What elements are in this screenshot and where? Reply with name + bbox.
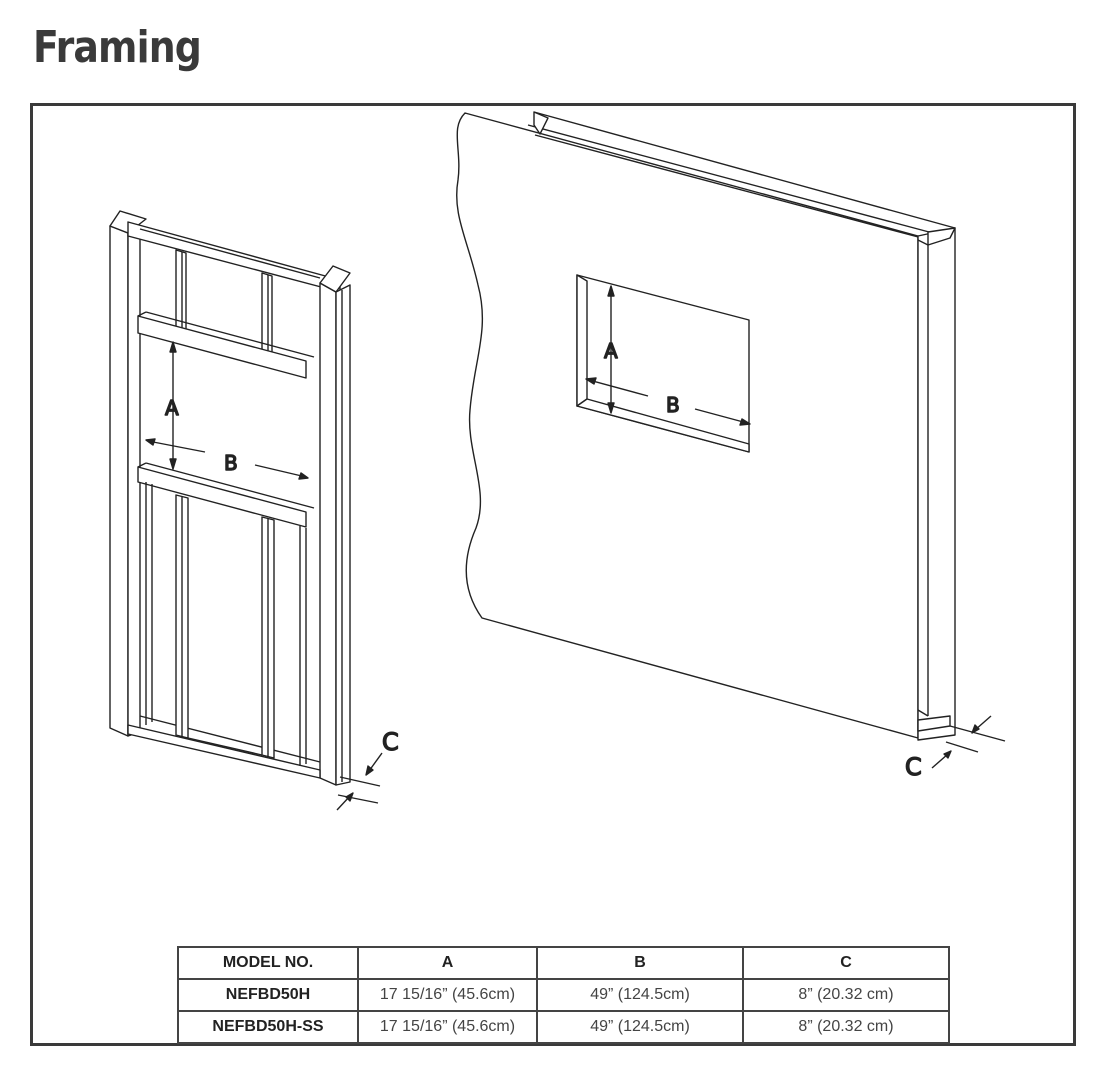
right-dim-c-label: C (905, 753, 922, 781)
table-header-row: MODEL NO. A B C (177, 946, 950, 980)
dim-c-cell: 8” (20.32 cm) (742, 1010, 950, 1044)
dim-a-cell: 17 15/16” (45.6cm) (357, 978, 538, 1012)
column-header: C (742, 946, 950, 980)
dim-b-cell: 49” (124.5cm) (536, 978, 744, 1012)
column-header: B (536, 946, 744, 980)
diagram-frame (30, 103, 1076, 1046)
column-header: A (357, 946, 538, 980)
left-dim-c-label: C (382, 728, 399, 756)
stud-frame-figure (109, 210, 383, 811)
table-row: NEFBD50H 17 15/16” (45.6cm) 49” (124.5cm… (177, 978, 950, 1012)
dim-a-cell: 17 15/16” (45.6cm) (357, 1010, 538, 1044)
model-cell: NEFBD50H-SS (177, 1010, 359, 1044)
right-dim-b-label: B (666, 393, 680, 417)
dim-c-cell: 8” (20.32 cm) (742, 978, 950, 1012)
left-dim-a-label: A (165, 396, 179, 420)
model-cell: NEFBD50H (177, 978, 359, 1012)
left-dim-b-label: B (224, 451, 238, 475)
dimensions-table: MODEL NO. A B C NEFBD50H 17 15/16” (45.6… (177, 946, 950, 1044)
table-row: NEFBD50H-SS 17 15/16” (45.6cm) 49” (124.… (177, 1010, 950, 1044)
wall-opening-figure (456, 111, 1006, 769)
right-dim-a-label: A (604, 339, 618, 363)
dim-b-cell: 49” (124.5cm) (536, 1010, 744, 1044)
column-header: MODEL NO. (177, 946, 359, 980)
page-title: Framing (33, 22, 202, 73)
